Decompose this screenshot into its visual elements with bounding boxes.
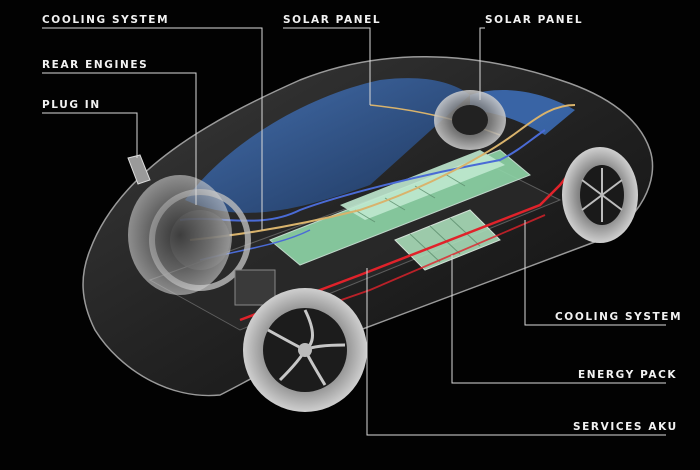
leader-solar-right — [479, 27, 485, 100]
label-solar-panel-right: SOLAR PANEL — [485, 14, 584, 26]
label-energy-pack: ENERGY PACK — [578, 369, 678, 381]
label-cooling-system-bottom: COOLING SYSTEM — [555, 311, 683, 323]
leader-rear-engines — [42, 72, 197, 205]
leader-plug-in — [42, 112, 138, 158]
leader-lines — [42, 27, 666, 436]
wire-loom — [179, 129, 546, 222]
label-cooling-system-top: COOLING SYSTEM — [42, 14, 170, 26]
leader-services-aku — [366, 268, 666, 436]
leader-solar-left — [283, 27, 371, 105]
front-right-wheel — [562, 147, 638, 243]
label-rear-engines: REAR ENGINES — [42, 59, 149, 71]
plug-in-connector — [127, 154, 151, 185]
label-solar-panel-left: SOLAR PANEL — [283, 14, 382, 26]
solar-pipe — [189, 104, 576, 241]
leader-cooling-bottom — [524, 220, 666, 326]
solar-roof-panel — [185, 78, 470, 213]
label-plug-in: PLUG IN — [42, 99, 101, 111]
rear-wheel — [128, 175, 232, 295]
rear-left-wheel — [434, 90, 506, 150]
leader-cooling-top — [42, 27, 263, 230]
front-left-wheel — [243, 288, 367, 412]
label-services-aku: SERVICES AKU — [573, 421, 678, 433]
leader-energy-pack — [451, 255, 666, 384]
